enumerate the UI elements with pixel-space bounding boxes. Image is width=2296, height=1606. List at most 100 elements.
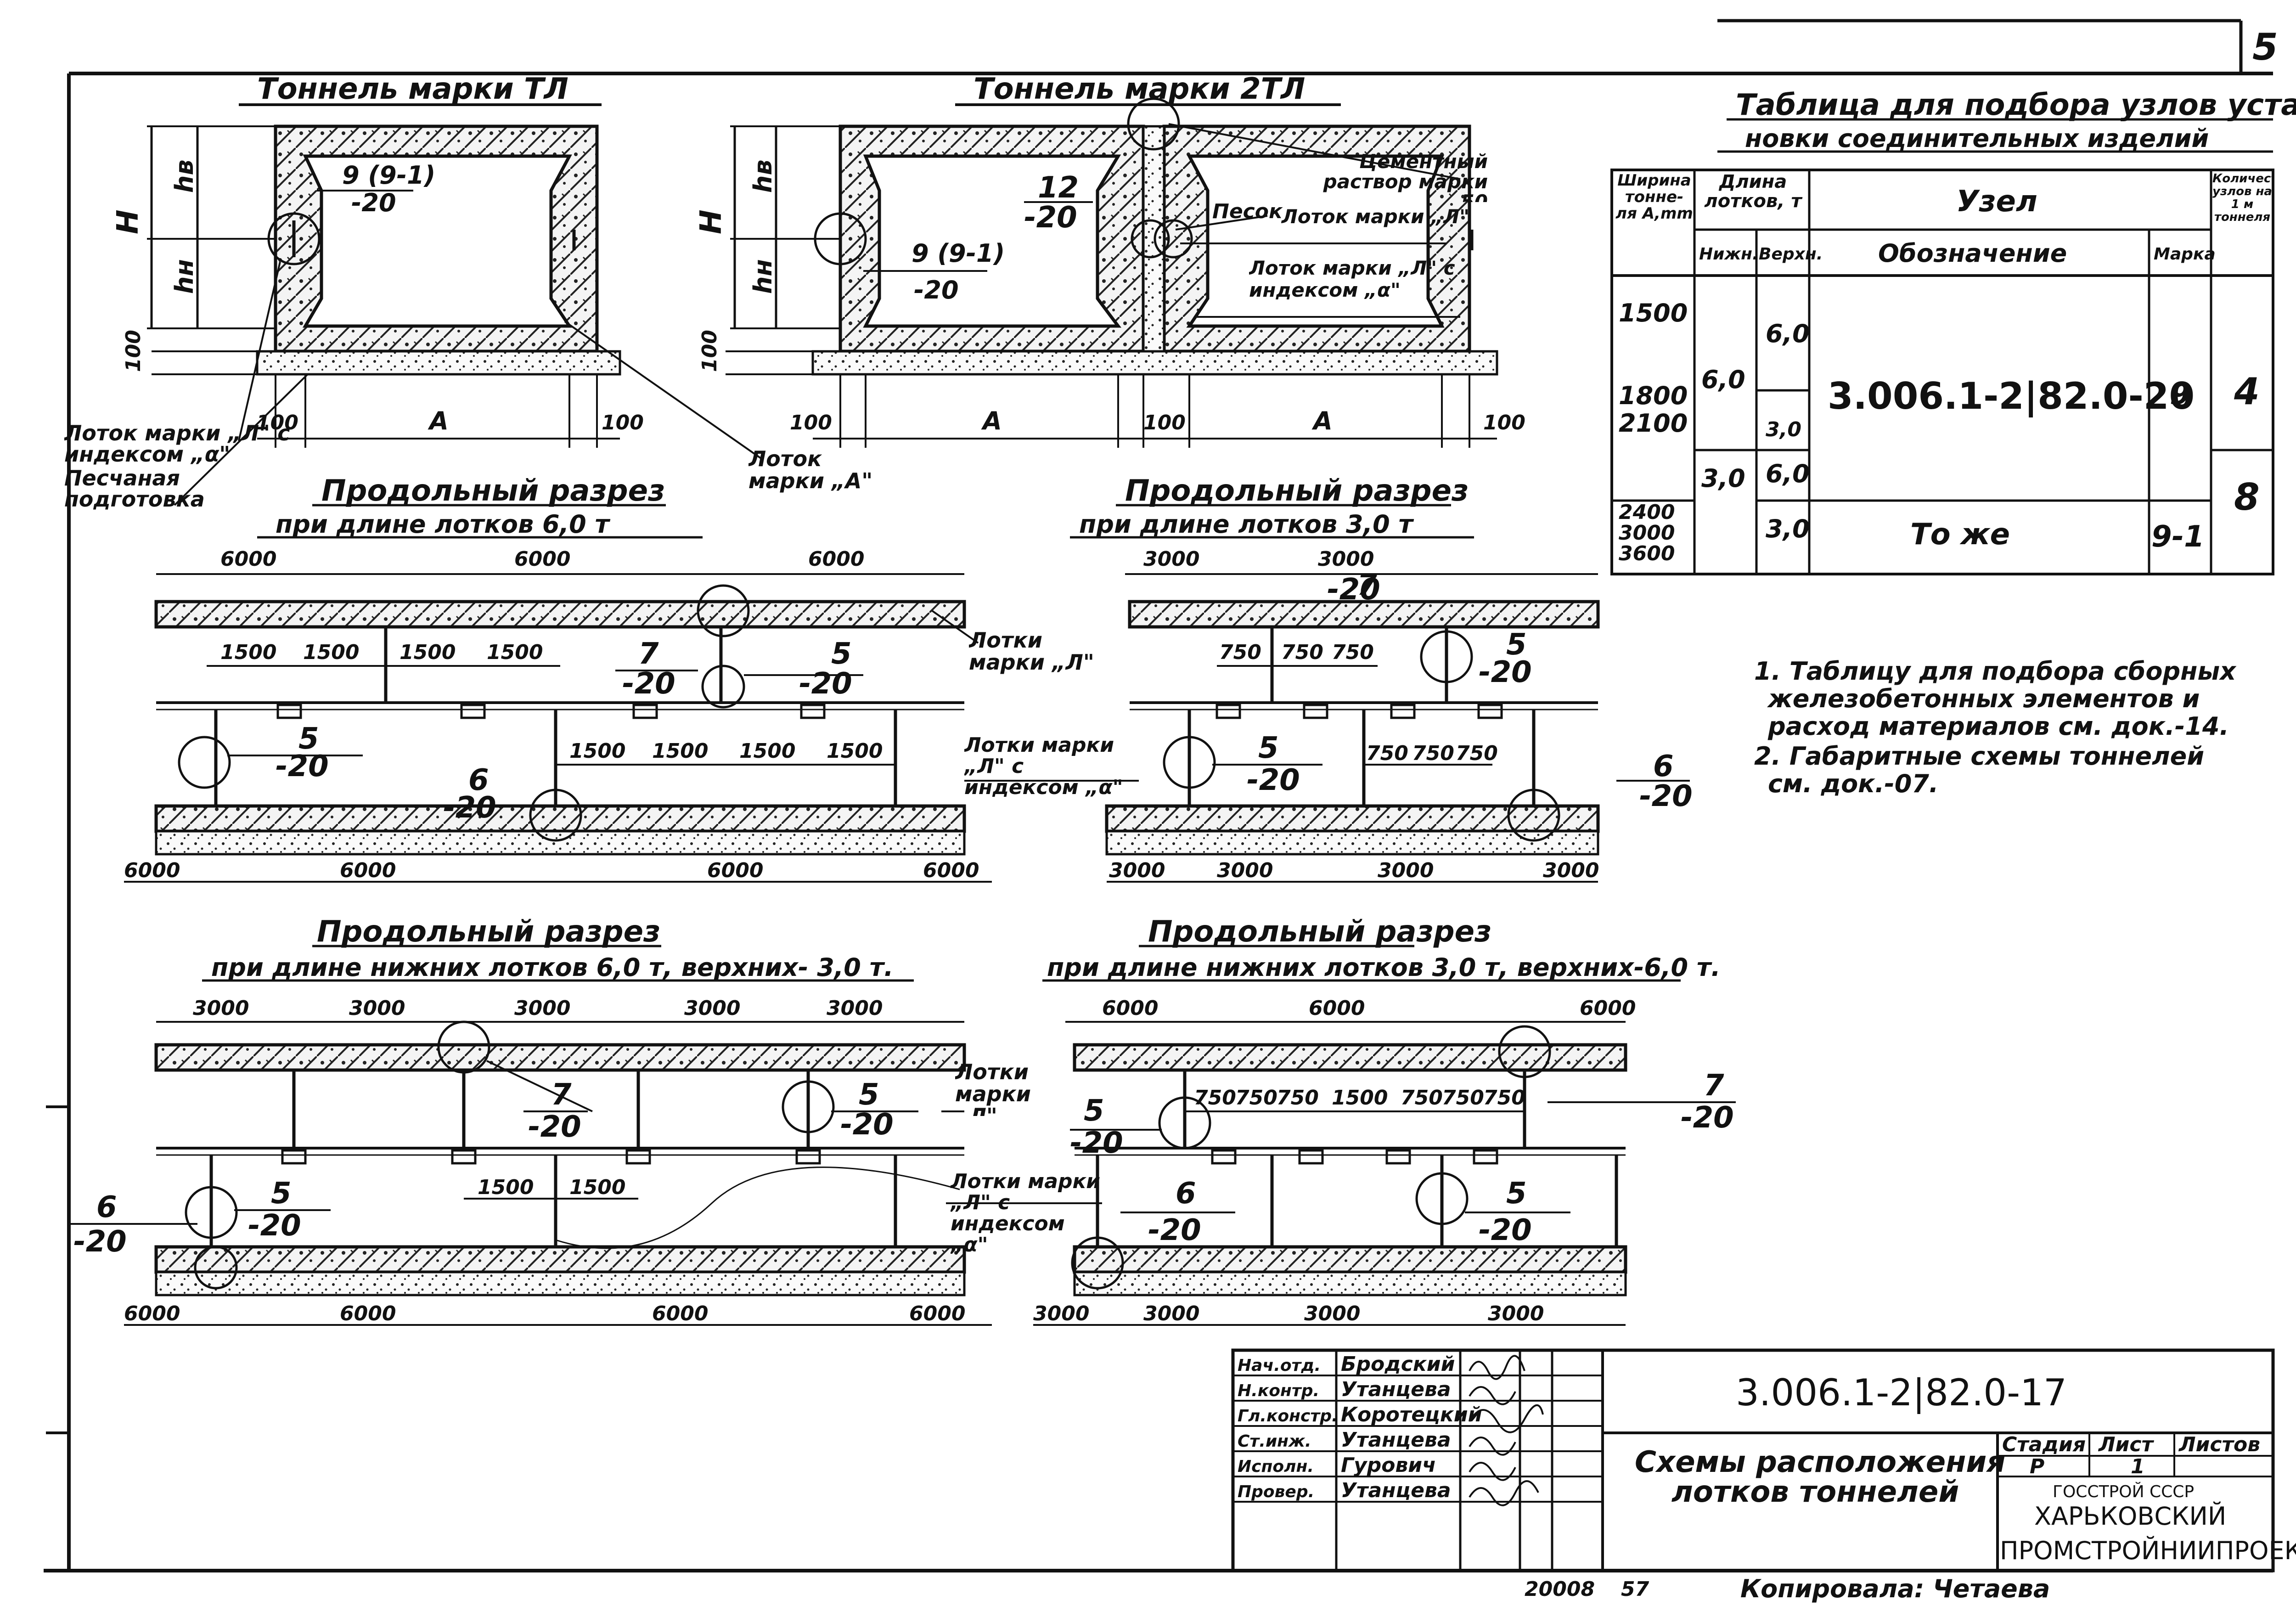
dim2-100-b: 100: [1143, 411, 1186, 434]
s2-node-7-sub: -20: [1327, 573, 1380, 607]
s3-node-7: 7: [551, 1078, 572, 1112]
footer-copied: Копировала: Четаева: [1740, 1574, 2050, 1603]
section-1: Продольный разрез при длине лотков 6,0 т…: [124, 474, 992, 883]
s4-title: Продольный разрез: [1148, 915, 1491, 949]
tunnel-tl-base: [256, 350, 621, 376]
note2-a: 2. Габаритные схемы тоннелей: [1754, 742, 2204, 771]
s2-title: Продольный разрез: [1125, 474, 1469, 508]
s4-1500: 1500: [1332, 1086, 1388, 1110]
td-designation: 3.006.1-2|82.0-20: [1828, 375, 2195, 418]
s4-750-c: 750: [1277, 1086, 1319, 1110]
td-u30b: 3,0: [1766, 514, 1810, 543]
note1-b: железобетонных элементов и: [1767, 684, 2200, 713]
s4-node-7: 7: [1704, 1069, 1724, 1103]
s3-node-5b-sub: -20: [248, 1209, 301, 1243]
s4-bot-3000-d: 3000: [1488, 1302, 1544, 1325]
dim2-hv: hв: [748, 159, 777, 193]
section-3: Продольный разрез при длине нижних лотко…: [69, 915, 992, 1326]
tb-name-5: Гурович: [1341, 1454, 1436, 1477]
s1-node-6-sub: -20: [443, 791, 496, 825]
s1-bot-6000-b: 6000: [340, 859, 396, 882]
s3-bot-6000-d: 6000: [909, 1302, 965, 1325]
td-w1500: 1500: [1619, 299, 1688, 327]
s1-top-6000-b: 6000: [514, 547, 570, 571]
s1-bot-6000-d: 6000: [923, 859, 979, 882]
td-same: То же: [1910, 518, 2010, 552]
s1-1500-c: 1500: [400, 641, 456, 664]
th-node: Узел: [1956, 185, 2037, 219]
dim2-100-a: 100: [790, 411, 832, 434]
s1-1500-h: 1500: [827, 739, 883, 763]
s1-node-5b: 5: [298, 722, 319, 756]
td-w3600: 3600: [1619, 542, 1675, 565]
dim2-hn: hн: [748, 259, 777, 294]
s3-node-7-sub: -20: [528, 1110, 581, 1144]
title-block: Нач.отд. Бродский Н.контр. Утанцева Гл.к…: [1231, 1348, 2296, 1572]
s2-bot-3000-c: 3000: [1378, 859, 1434, 882]
s4-node-6-sub: -20: [1148, 1213, 1201, 1247]
th-mark: Марка: [2154, 245, 2216, 264]
s3-node-6: 6: [96, 1190, 117, 1224]
s2-bot-3000-a: 3000: [1109, 859, 1165, 882]
dim-100-v: 100: [122, 330, 145, 372]
s1-bot-6000-c: 6000: [707, 859, 763, 882]
s3-1500-a: 1500: [478, 1176, 534, 1199]
node2-9-sub: -20: [914, 276, 959, 304]
dim-H: Н: [111, 209, 145, 234]
s2-node-5b-sub: -20: [1247, 763, 1300, 797]
s1-node-5a: 5: [831, 637, 852, 671]
dim2-100-c: 100: [1483, 411, 1525, 434]
tb-stage: Р: [2030, 1455, 2044, 1478]
tb-name-6: Утанцева: [1341, 1479, 1451, 1502]
callout-sand: Песок: [1212, 200, 1283, 223]
s4-node-5a-sub: -20: [1070, 1126, 1123, 1160]
tb-role-6: Провер.: [1238, 1482, 1314, 1501]
s1-1500-g: 1500: [739, 739, 795, 763]
s4-750-f: 750: [1483, 1086, 1525, 1110]
td-u60b: 6,0: [1766, 459, 1810, 488]
td-mark9: 9: [2170, 378, 2190, 411]
tunnel-tl-title: Тоннель марки ТЛ: [257, 72, 568, 106]
s3-node-5b: 5: [271, 1177, 292, 1211]
node-circle-9: [267, 212, 321, 265]
dim2-100-v: 100: [698, 330, 721, 372]
tb-role-2: Н.контр.: [1238, 1381, 1319, 1400]
td-l30: 3,0: [1701, 464, 1745, 493]
node-12-label: 12: [1038, 171, 1079, 205]
tb-role-4: Ст.инж.: [1238, 1432, 1311, 1451]
s1-1500-b: 1500: [303, 641, 359, 664]
s4-750-e: 750: [1442, 1086, 1484, 1110]
callout-tray-l-index2: Лоток марки „Л" с индексом „α": [1249, 257, 1455, 301]
s2-bot-3000-d: 3000: [1543, 859, 1599, 882]
tunnel-2tl-title: Тоннель марки 2ТЛ: [974, 72, 1305, 106]
s1-node-7: 7: [638, 637, 659, 671]
s3-title: Продольный разрез: [317, 915, 660, 949]
tunnel-2tl-base: [811, 350, 1498, 376]
node-9-label: 9 (9-1): [342, 161, 435, 190]
s4-bot-3000-a: 3000: [1033, 1302, 1089, 1325]
s1-top-6000-c: 6000: [808, 547, 864, 571]
s4-node-6: 6: [1176, 1177, 1196, 1211]
s2-750-f: 750: [1456, 742, 1498, 765]
note1-c: расход материалов см. док.-14.: [1767, 712, 2229, 741]
s2-node-5a: 5: [1506, 628, 1527, 662]
th-lower: Нижн.: [1699, 245, 1759, 264]
tb-name-1: Бродский: [1341, 1352, 1455, 1376]
s4-bot-3000-b: 3000: [1143, 1302, 1199, 1325]
tb-name-2: Утанцева: [1341, 1378, 1451, 1401]
label-trays-l-idx: Лотки марки „Л" с индексом „α": [964, 735, 1123, 799]
th-length: Длина лотков, т: [1704, 172, 1802, 212]
label-trays-l-b: Лотки марки „Л": [955, 1061, 1031, 1116]
footer-order: 20008: [1525, 1578, 1595, 1601]
s1-1500-f: 1500: [652, 739, 708, 763]
tb-org-l3: ПРОМСТРОЙНИИПРОЕКТ: [2000, 1536, 2296, 1565]
callout-tray-l-index: Лоток марки „Л" с индексом „α": [64, 423, 290, 467]
s2-750-b: 750: [1281, 641, 1323, 664]
dim-100-b: 100: [602, 411, 644, 434]
s4-750-a: 750: [1194, 1086, 1236, 1110]
s1-node-6: 6: [468, 763, 489, 797]
td-mark91: 9-1: [2151, 520, 2205, 554]
s4-node-7-sub: -20: [1681, 1101, 1734, 1135]
tunnel-tl-section: Тоннель марки ТЛ Н hв hн 100 9 (9-1) -20…: [111, 72, 644, 448]
th-upper: Верхн.: [1759, 245, 1823, 264]
